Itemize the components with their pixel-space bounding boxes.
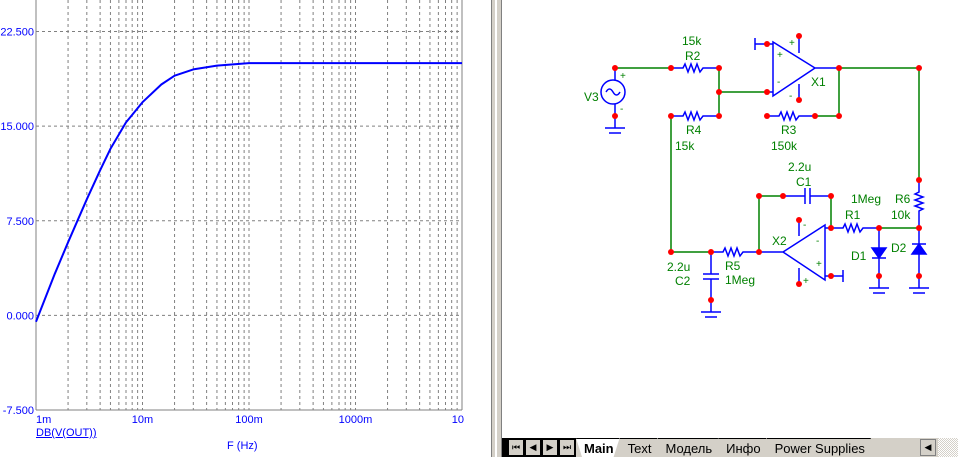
value-r4: 15k [675, 139, 695, 153]
diode-d2 [909, 228, 929, 293]
tab-model[interactable]: Модель [657, 438, 718, 457]
scroll-track[interactable] [938, 438, 958, 457]
nodes [612, 33, 922, 303]
x1-vminus-sign: - [789, 91, 792, 102]
capacitor-c2 [701, 252, 721, 317]
horizontal-scrollbar[interactable]: ◀ [920, 438, 958, 457]
x1-minus-sign: - [777, 77, 780, 88]
scroll-left-button[interactable]: ◀ [920, 439, 936, 456]
trace-legend[interactable]: DB(V(OUT)) [36, 427, 97, 439]
value-r1: 1Meg [851, 192, 881, 206]
label-d1: D1 [851, 249, 867, 263]
value-r6: 10k [891, 208, 911, 222]
schematic-canvas: + - + - + - - + - + V3 15k R2 R4 15k R3 … [502, 0, 958, 438]
x2-vminus-sign: - [803, 220, 806, 231]
resistor-r1 [831, 224, 879, 232]
label-r1: R1 [845, 208, 861, 222]
label-r2: R2 [685, 49, 701, 63]
labels: V3 15k R2 R4 15k R3 150k X1 2.2u C1 X2 1… [584, 34, 911, 288]
x2-plus-sign: + [816, 259, 822, 270]
label-c1: C1 [796, 175, 812, 189]
label-x2: X2 [772, 234, 787, 248]
label-c2: C2 [675, 274, 691, 288]
x2-minus-sign: - [816, 236, 819, 247]
resistor-r3 [767, 112, 815, 120]
diode-d1 [869, 228, 889, 293]
tab-power-supplies[interactable]: Power Supplies [767, 438, 871, 457]
x-tick-label: 10 [452, 414, 464, 426]
value-r5: 1Meg [725, 273, 755, 287]
x2-vplus-sign: + [803, 276, 809, 287]
label-x1: X1 [811, 75, 826, 89]
label-v3: V3 [584, 90, 599, 104]
sheet-tab-bar: ⏮ ◀ ▶ ⏭ Main Text Модель Инфо Power Supp… [502, 438, 958, 457]
label-r6: R6 [895, 192, 911, 206]
y-tick-label: 15.000 [0, 121, 34, 133]
prev-tab-button[interactable]: ◀ [525, 439, 541, 456]
value-r2: 15k [682, 34, 702, 48]
v3-minus-sign: - [620, 104, 623, 115]
x-tick-label: 1m [36, 414, 51, 426]
value-r3: 150k [771, 139, 798, 153]
x1-plus-sign: + [777, 50, 783, 61]
v3-plus-sign: + [620, 71, 626, 82]
last-tab-button[interactable]: ⏭ [559, 439, 575, 456]
y-tick-label: 22.500 [0, 27, 34, 39]
tab-main[interactable]: Main [576, 438, 620, 457]
value-c2: 2.2u [667, 260, 690, 274]
x-tick-label: 1000m [339, 414, 373, 426]
plot-pane[interactable]: -7.500 0.000 7.500 15.000 22.500 1m 10m 100m 100… [0, 0, 491, 457]
tab-info[interactable]: Инфо [718, 438, 766, 457]
y-tick-label: 0.000 [6, 310, 34, 322]
first-tab-button[interactable]: ⏮ [508, 439, 524, 456]
tab-navigation: ⏮ ◀ ▶ ⏭ [502, 438, 576, 457]
x-axis-title: F (Hz) [227, 440, 258, 452]
value-c1: 2.2u [788, 160, 811, 174]
pane-splitter[interactable] [491, 0, 502, 457]
x-tick-label: 100m [235, 414, 263, 426]
frequency-response-chart: -7.500 0.000 7.500 15.000 22.500 1m 10m 100m 100… [0, 0, 491, 457]
schematic-pane[interactable]: + - + - + - - + - + V3 15k R2 R4 15k R3 … [502, 0, 958, 438]
tab-text[interactable]: Text [620, 438, 658, 457]
x1-vplus-sign: + [789, 38, 795, 49]
label-r4: R4 [686, 123, 702, 137]
wires [615, 68, 919, 252]
resistor-r2 [671, 64, 719, 72]
y-tick-label: 7.500 [6, 216, 34, 228]
next-tab-button[interactable]: ▶ [542, 439, 558, 456]
label-d2: D2 [891, 241, 907, 255]
label-r3: R3 [781, 123, 797, 137]
resistor-r6 [915, 180, 923, 228]
x-tick-label: 10m [132, 414, 153, 426]
capacitor-c1 [783, 188, 831, 204]
y-tick-label: -7.500 [3, 405, 34, 417]
label-r5: R5 [725, 259, 741, 273]
resistor-r5 [711, 248, 759, 256]
resistor-r4 [671, 112, 719, 120]
